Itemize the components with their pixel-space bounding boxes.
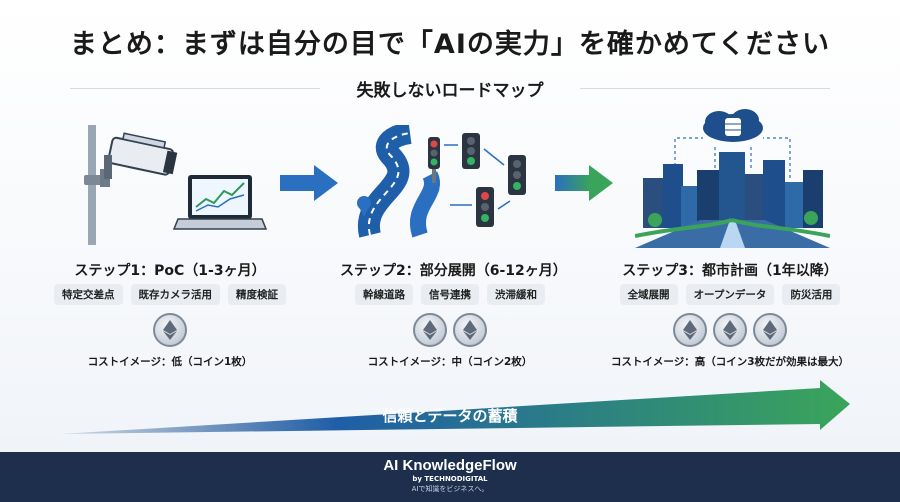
tag: 全域展開 xyxy=(619,284,678,305)
divider-left xyxy=(70,88,320,89)
coin-icon xyxy=(673,313,707,347)
tag: 渋滞緩和 xyxy=(487,284,545,305)
step-3-coins xyxy=(620,313,840,347)
step-2-tags: 幹線道路 信号連携 渋滞緩和 xyxy=(320,284,580,305)
brand-by: by TECHNODIGITAL xyxy=(412,475,488,483)
step-1-coins xyxy=(60,313,280,347)
road-traffic-lights-illustration xyxy=(357,125,526,238)
step-2-cost: コストイメージ：中（コイン2枚） xyxy=(367,356,533,368)
tag: 特定交差点 xyxy=(54,284,123,305)
step-3-title: ステップ3：都市計画（1年以降） xyxy=(622,263,838,279)
step-1-cost: コストイメージ：低（コイン1枚） xyxy=(87,356,253,368)
step-2-title: ステップ2：部分展開（6-12ヶ月） xyxy=(340,263,567,279)
coin-icon xyxy=(413,313,447,347)
tag: 防災活用 xyxy=(782,284,841,305)
arrow-right-icon xyxy=(555,165,613,201)
brand-name: AI KnowledgeFlow xyxy=(383,457,517,474)
tag: 信号連携 xyxy=(421,284,479,305)
coin-icon xyxy=(153,313,187,347)
step-1-tags: 特定交差点 既存カメラ活用 精度検証 xyxy=(40,284,300,305)
tag: 既存カメラ活用 xyxy=(130,284,220,305)
coin-icon xyxy=(713,313,747,347)
step-3-cost: コストイメージ：高（コイン3枚だが効果は最大） xyxy=(610,356,850,368)
page-title: まとめ：まずは自分の目で「AIの実力」を確かめてください xyxy=(69,29,831,60)
divider-right xyxy=(580,88,830,89)
arrow-right-icon xyxy=(280,165,338,201)
subtitle-section: 失敗しないロードマップ xyxy=(70,76,830,101)
brand-tagline: AIで知識をビジネスへ。 xyxy=(411,485,489,493)
traffic-light-icon xyxy=(428,137,440,183)
tag: オープンデータ xyxy=(685,284,775,305)
tag: 幹線道路 xyxy=(355,284,413,305)
subtitle: 失敗しないロードマップ xyxy=(356,81,544,101)
footer: AI KnowledgeFlow by TECHNODIGITAL AIで知識を… xyxy=(0,452,900,502)
step-2-coins xyxy=(340,313,560,347)
step-1-title: ステップ1：PoC（1-3ヶ月） xyxy=(74,263,266,279)
step-3-tags: 全域展開 オープンデータ 防災活用 xyxy=(600,284,860,305)
coin-icon xyxy=(453,313,487,347)
city-cloud-illustration xyxy=(635,109,830,248)
tag: 精度検証 xyxy=(228,284,286,305)
cloud-icon xyxy=(703,109,763,142)
progress-arrow xyxy=(60,380,850,434)
coin-icon xyxy=(753,313,787,347)
camera-laptop-illustration xyxy=(84,125,268,245)
arrow-label: 信頼とデータの蓄積 xyxy=(382,407,518,425)
